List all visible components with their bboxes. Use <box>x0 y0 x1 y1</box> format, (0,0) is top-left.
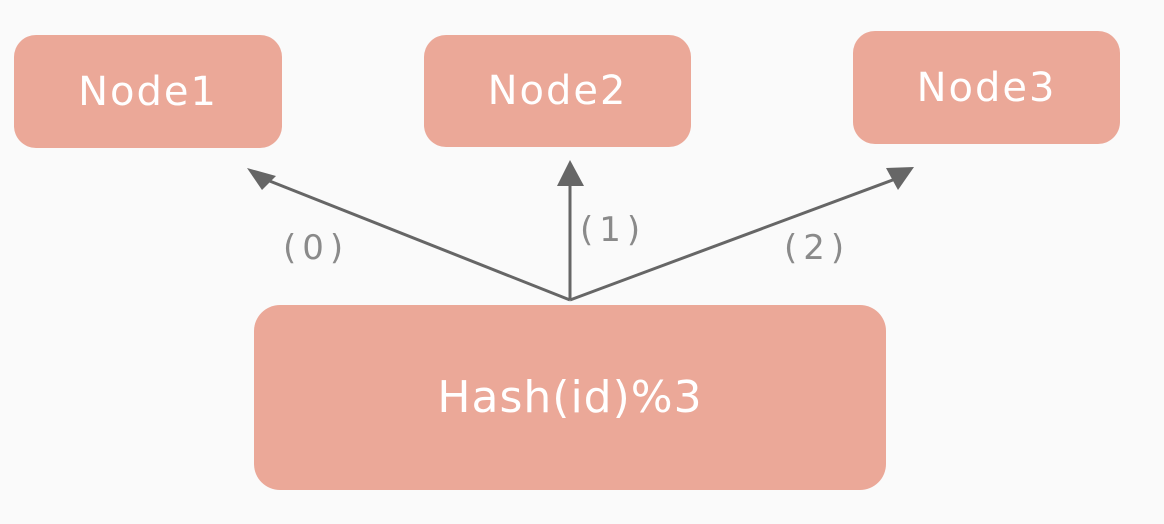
arrowhead-node3 <box>886 167 914 190</box>
arrowhead-node2 <box>557 160 584 186</box>
arrow-to-node3 <box>569 176 899 302</box>
edge-label-1: (1) <box>580 210 647 250</box>
node2-box: Node2 <box>424 35 691 147</box>
node2-label: Node2 <box>487 68 628 114</box>
arrow-to-node1 <box>261 176 571 302</box>
hash-function-label: Hash(id)%3 <box>437 372 703 423</box>
edge-label-0: (0) <box>283 228 350 268</box>
node1-label: Node1 <box>78 68 218 115</box>
node3-box: Node3 <box>853 31 1120 144</box>
edge-label-2: (2) <box>784 228 851 268</box>
hash-function-box: Hash(id)%3 <box>254 305 886 490</box>
node3-label: Node3 <box>916 64 1057 111</box>
arrowhead-node1 <box>247 168 276 190</box>
node1-box: Node1 <box>14 35 282 148</box>
